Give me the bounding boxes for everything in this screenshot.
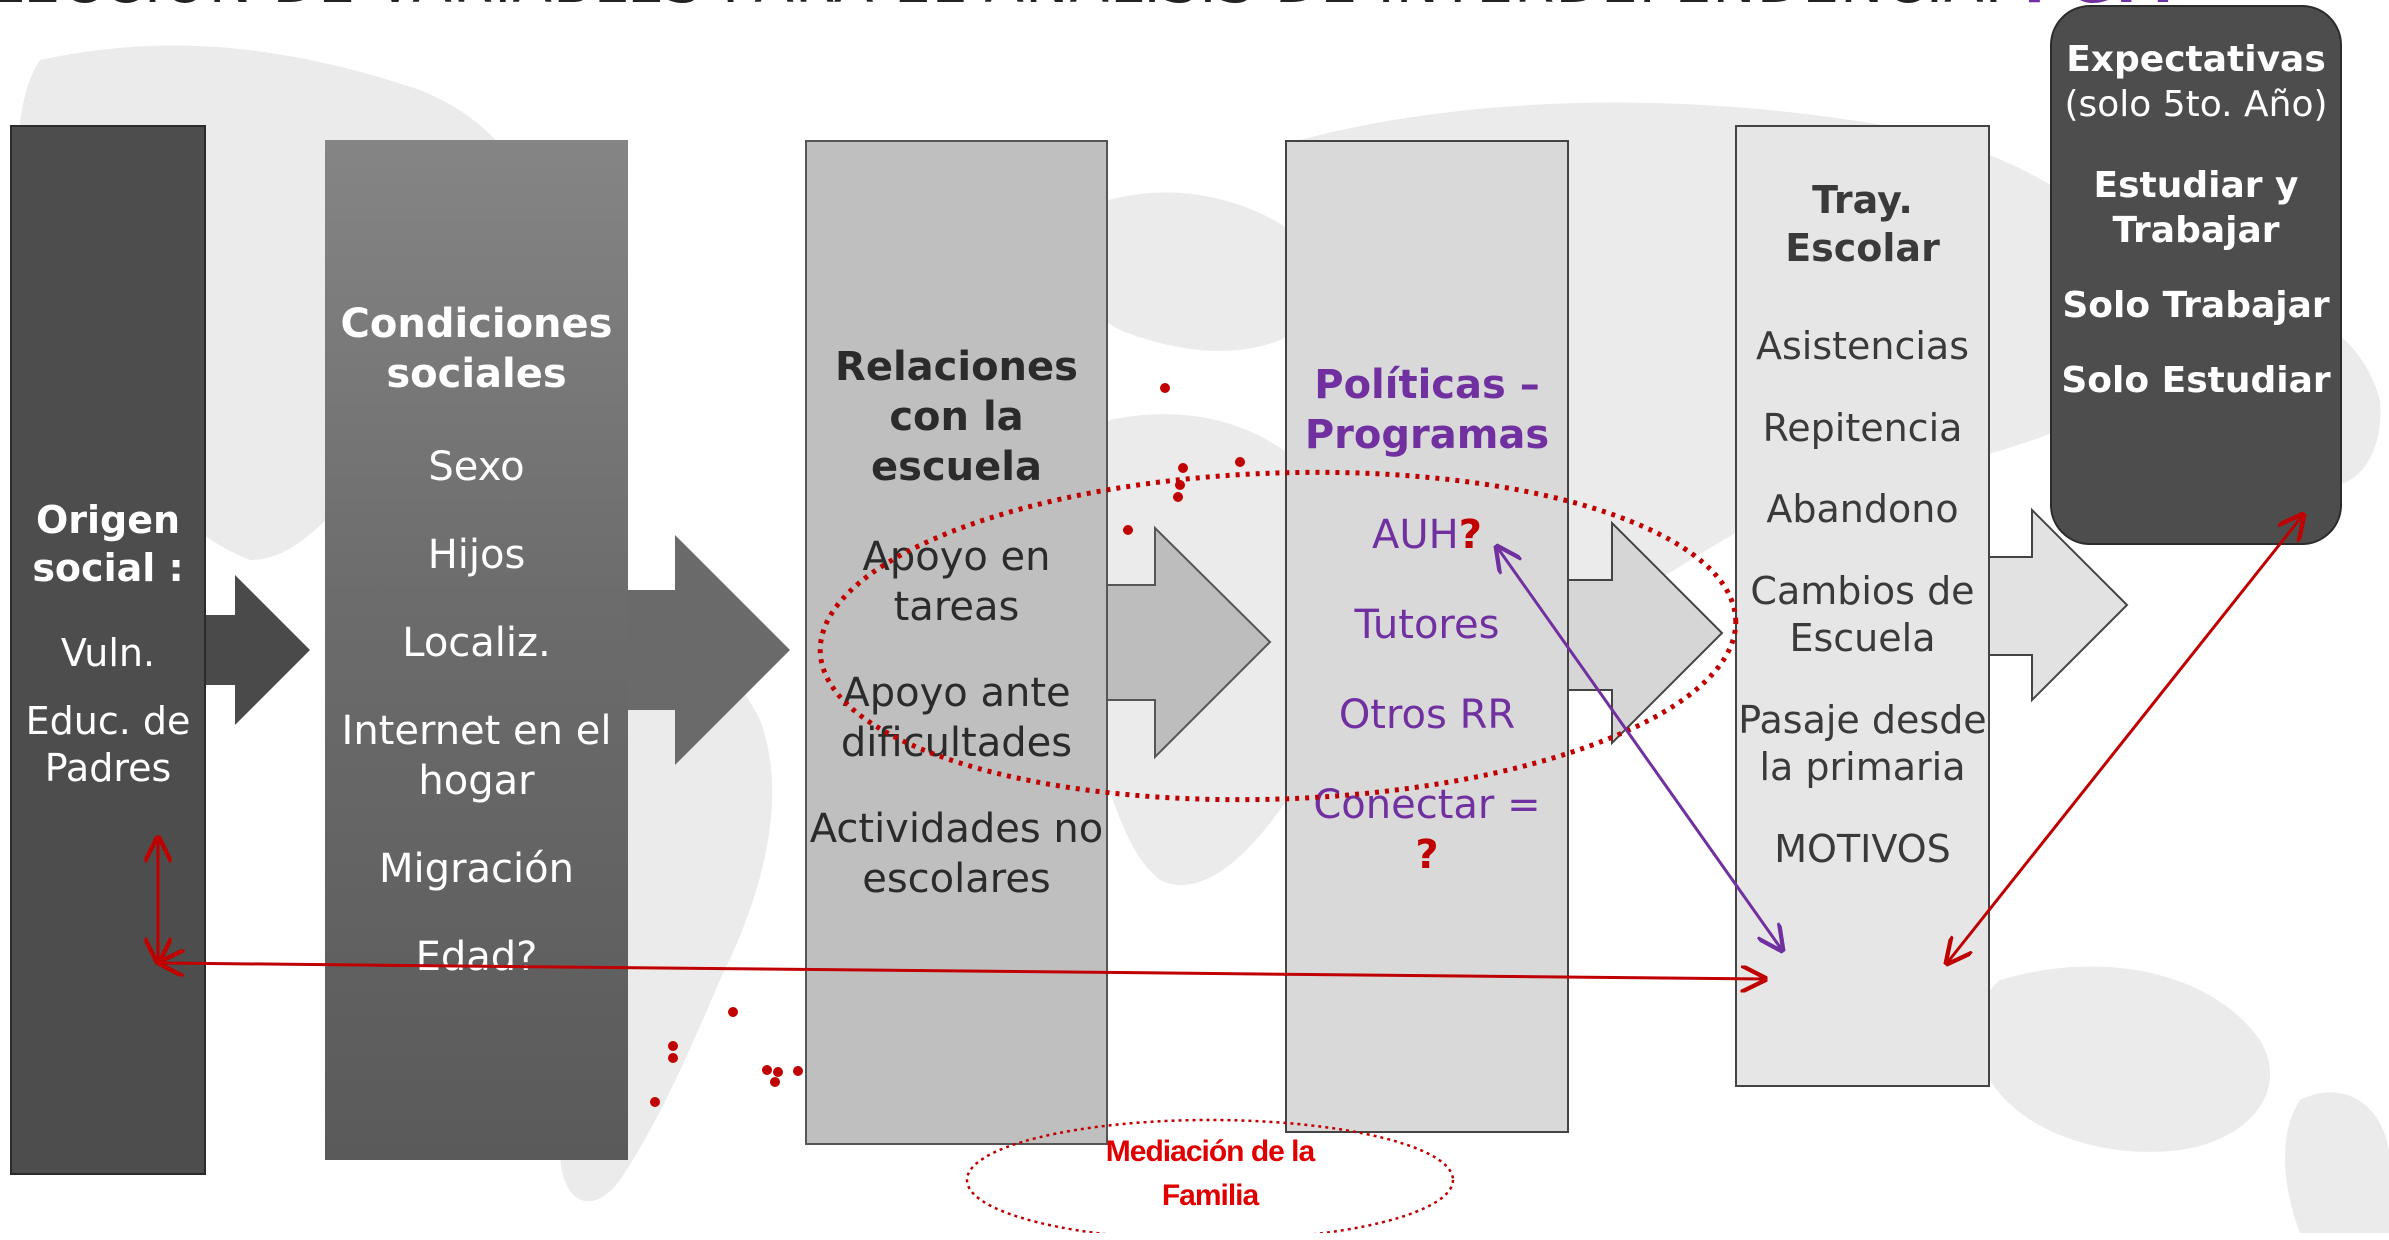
- box-relaciones-escuela: Relaciones con la escuela Apoyo en tarea…: [805, 140, 1108, 1145]
- politicas-auh-label: AUH: [1372, 512, 1459, 558]
- mediacion-familia-label: Mediación de la Familia: [1105, 1135, 1315, 1212]
- slide-title-text: LECCIÓN DE VARIABLES PARA EL ANÁLISIS DE…: [0, 0, 2004, 16]
- condiciones-item-localiz: Localiz.: [402, 620, 551, 666]
- slide-title: LECCIÓN DE VARIABLES PARA EL ANÁLISIS DE…: [0, 0, 2173, 18]
- origen-item-educ-padres: Educ. de Padres: [25, 698, 191, 791]
- relaciones-item-apoyo-dificultades: Apoyo ante dificultades: [840, 670, 1073, 766]
- origen-title: Origen social :: [32, 498, 184, 590]
- trayectoria-item-pasaje: Pasaje desde la primaria: [1738, 697, 1987, 790]
- flow-arrow-2: [625, 535, 790, 765]
- relaciones-item-actividades: Actividades no escolares: [809, 806, 1104, 902]
- condiciones-item-internet: Internet en el hogar: [341, 708, 612, 804]
- expectativas-item-solo-estudiar: Solo Estudiar: [2061, 359, 2331, 401]
- trayectoria-item-repitencia: Repitencia: [1762, 405, 1963, 450]
- expectativas-item-solo-trabajar: Solo Trabajar: [2062, 284, 2330, 326]
- condiciones-item-migracion: Migración: [379, 846, 574, 892]
- expectativas-item-estudiar-trabajar: Estudiar y Trabajar: [2093, 164, 2299, 251]
- condiciones-title: Condiciones sociales: [340, 301, 613, 397]
- politicas-auh-question: ?: [1458, 512, 1482, 558]
- box-politicas-programas: Políticas – Programas AUH? Tutores Otros…: [1285, 140, 1569, 1133]
- box-condiciones-sociales: Condiciones sociales Sexo Hijos Localiz.…: [325, 140, 628, 1160]
- expectativas-title: Expectativas: [2066, 39, 2326, 80]
- trayectoria-title: Tray. Escolar: [1785, 178, 1940, 270]
- relaciones-title: Relaciones con la escuela: [835, 344, 1078, 490]
- trayectoria-item-abandono: Abandono: [1766, 487, 1959, 531]
- condiciones-item-sexo: Sexo: [428, 444, 525, 490]
- politicas-item-conectar: Conectar =?: [1313, 780, 1540, 880]
- politicas-item-tutores: Tutores: [1354, 602, 1500, 648]
- condiciones-item-hijos: Hijos: [427, 532, 526, 578]
- origen-item-vuln: Vuln.: [60, 631, 156, 676]
- politicas-item-otros-rr: Otros RR: [1338, 692, 1516, 738]
- politicas-title: Políticas – Programas: [1304, 362, 1550, 458]
- box-trayectoria-escolar: Tray. Escolar Asistencias Repitencia Aba…: [1735, 125, 1990, 1087]
- box-origen-social: Origen social : Vuln. Educ. de Padres: [10, 125, 206, 1175]
- trayectoria-item-cambios: Cambios de Escuela: [1750, 568, 1975, 661]
- trayectoria-item-asistencias: Asistencias: [1755, 324, 1970, 368]
- expectativas-subtitle: (solo 5to. Año): [2064, 84, 2328, 125]
- flow-arrow-1: [200, 575, 310, 725]
- politicas-item-auh: AUH?: [1372, 510, 1482, 560]
- condiciones-item-edad: Edad?: [415, 934, 538, 980]
- relaciones-item-apoyo-tareas: Apoyo en tareas: [862, 534, 1051, 630]
- politicas-conectar-question: ?: [1415, 832, 1439, 878]
- box-expectativas: Expectativas (solo 5to. Año) Estudiar y …: [2050, 5, 2342, 545]
- trayectoria-item-motivos: MOTIVOS: [1774, 826, 1951, 871]
- politicas-conectar-label: Conectar =: [1313, 782, 1541, 828]
